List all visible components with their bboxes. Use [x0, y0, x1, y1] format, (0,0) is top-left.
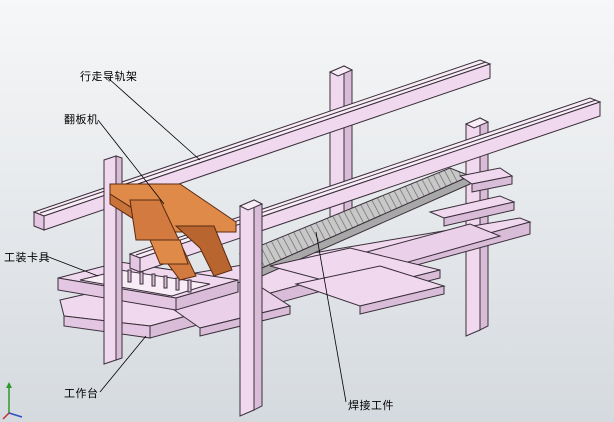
- flip-machine: [109, 183, 237, 281]
- callout-gantry-rail: 行走导轨架: [80, 70, 138, 83]
- callout-fixture: 工装卡具: [4, 251, 50, 264]
- rear-far-left-column: [103, 155, 123, 365]
- leader-lines: [45, 77, 347, 403]
- front-left-column: [238, 199, 264, 417]
- callout-worktable: 工作台: [64, 387, 99, 400]
- callout-flip-machine: 翻板机: [64, 113, 99, 126]
- worktable-side-frames: [269, 167, 516, 315]
- coordinate-triad-icon: [2, 382, 23, 420]
- callout-workpiece: 焊接工件: [348, 399, 394, 412]
